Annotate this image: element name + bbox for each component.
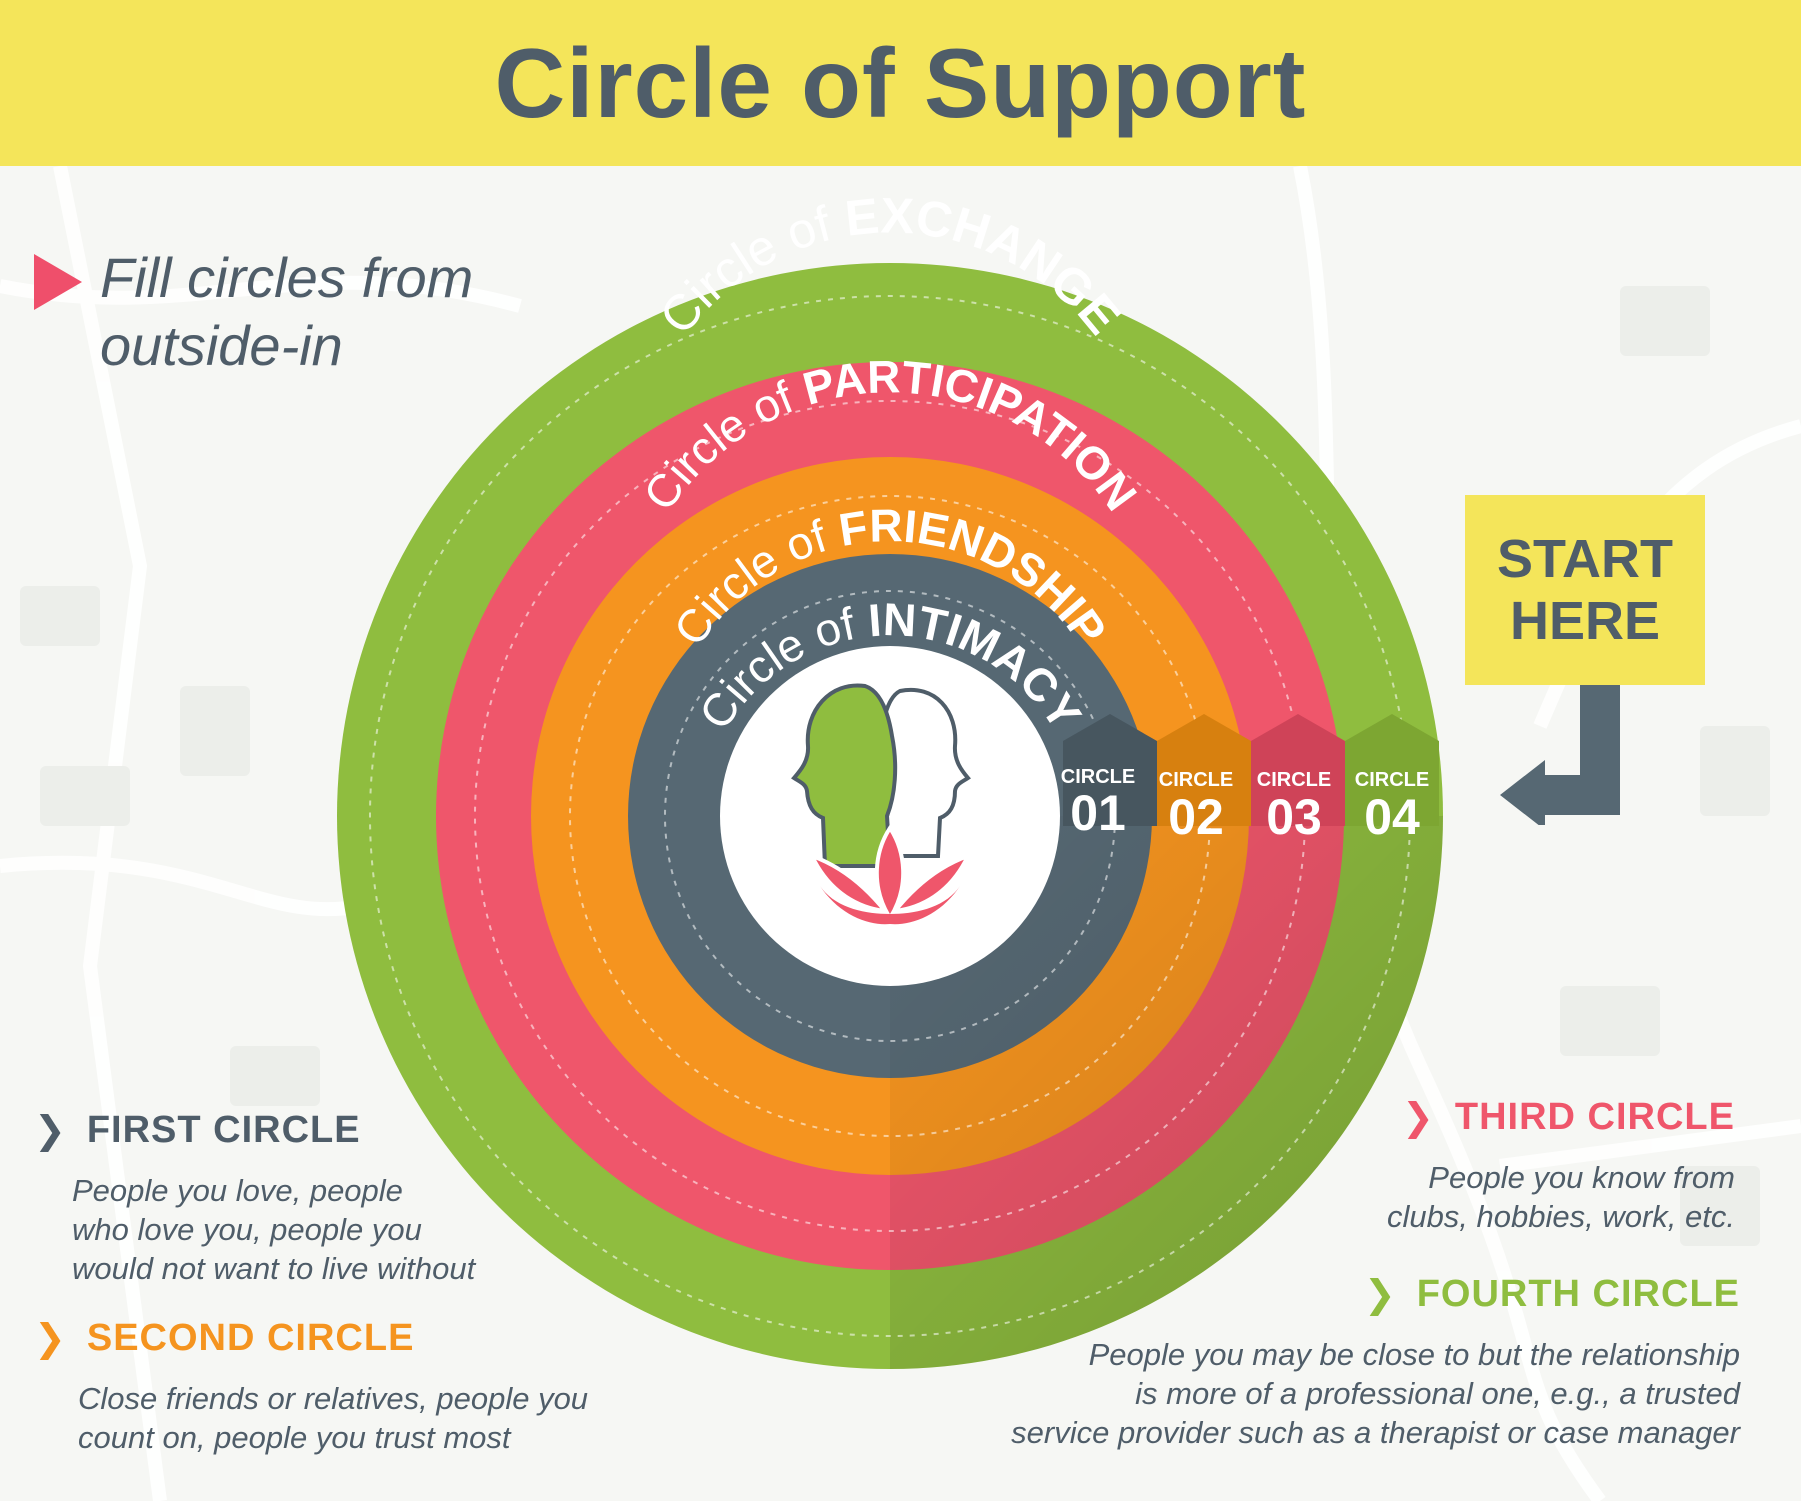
first-circle-line-2: who love you, people you (72, 1212, 422, 1247)
third-circle-description: ❯ THIRD CIRCLE People you know from club… (1160, 1095, 1735, 1236)
second-circle-description: ❯ SECOND CIRCLE Close friends or relativ… (34, 1316, 714, 1457)
first-circle-title: FIRST CIRCLE (86, 1109, 361, 1151)
play-triangle-icon (34, 254, 82, 310)
instruction-line-1: Fill circles from (100, 246, 474, 309)
title-banner: Circle of Support (0, 0, 1801, 166)
circle-03-number: 03 (1266, 789, 1322, 845)
chevron-right-icon: ❯ (34, 1318, 67, 1360)
chevron-right-icon: ❯ (34, 1110, 67, 1152)
circle-02-number: 02 (1168, 789, 1224, 845)
chevron-tab-03 (1251, 714, 1345, 826)
start-here-box: START HERE (1465, 495, 1705, 685)
heads-lotus-icon (791, 683, 972, 925)
chevron-tab-02 (1157, 714, 1251, 826)
chevron-right-icon: ❯ (1402, 1097, 1435, 1139)
third-circle-line-2: clubs, hobbies, work, etc. (1386, 1199, 1735, 1234)
second-circle-line-2: count on, people you trust most (78, 1420, 511, 1455)
support-circles-diagram: Circle of EXCHANGE Circle of PARTICIPATI… (337, 187, 1443, 1369)
chevron-right-icon: ❯ (1363, 1274, 1397, 1316)
circle-04-caption: CIRCLE (1355, 769, 1429, 791)
first-circle-line-1: People you love, people (72, 1173, 403, 1208)
page-title: Circle of Support (494, 27, 1307, 138)
circle-01-number: 01 (1070, 785, 1126, 841)
first-circle-line-3: would not want to live without (72, 1251, 476, 1286)
fourth-circle-title: FOURTH CIRCLE (1416, 1273, 1740, 1315)
chevron-tab-04 (1345, 714, 1439, 826)
fourth-circle-line-1: People you may be close to but the relat… (1088, 1337, 1740, 1372)
third-circle-title: THIRD CIRCLE (1454, 1096, 1735, 1138)
instruction: Fill circles from outside-in (34, 244, 554, 380)
second-circle-line-1: Close friends or relatives, people you (78, 1381, 589, 1416)
fourth-circle-line-2: is more of a professional one, e.g., a t… (1135, 1376, 1740, 1411)
chevron-tab-01 (1063, 714, 1157, 826)
fourth-circle-description: ❯ FOURTH CIRCLE People you may be close … (880, 1272, 1740, 1452)
elbow-arrow-icon (1500, 685, 1620, 825)
map-background (0, 166, 1801, 1501)
instruction-line-2: outside-in (100, 314, 343, 377)
fourth-circle-line-3: service provider such as a therapist or … (1011, 1415, 1740, 1450)
circle-03-caption: CIRCLE (1257, 769, 1331, 791)
circle-02-caption: CIRCLE (1159, 769, 1233, 791)
ring-shadow (890, 816, 1443, 1369)
third-circle-line-1: People you know from (1428, 1160, 1735, 1195)
circle-04-number: 04 (1364, 789, 1420, 845)
start-here-line-1: START (1497, 529, 1673, 589)
second-circle-title: SECOND CIRCLE (86, 1317, 415, 1359)
first-circle-description: ❯ FIRST CIRCLE People you love, people w… (34, 1108, 634, 1288)
start-here-line-2: HERE (1509, 591, 1661, 651)
circle-01-caption: CIRCLE (1061, 766, 1135, 788)
